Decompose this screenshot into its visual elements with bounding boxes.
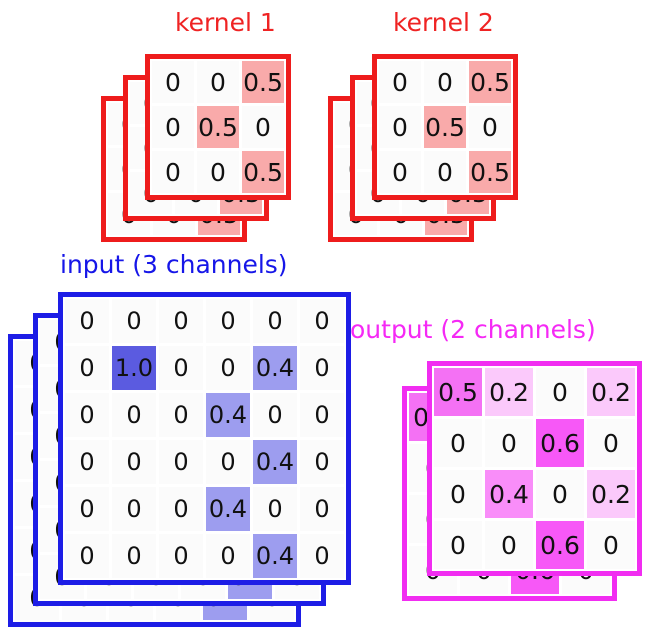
- grid-cell: 0: [159, 299, 203, 343]
- kernel-1-title: kernel 1: [175, 8, 276, 37]
- grid-cell: 0: [434, 470, 482, 518]
- grid-cell: 0: [424, 61, 466, 103]
- grid-cell: 0: [152, 106, 194, 148]
- grid-cell: 0: [112, 440, 156, 484]
- grid-cell: 0.2: [587, 470, 635, 518]
- grid-cell: 0.5: [469, 61, 511, 103]
- grid-cell: 0.5: [469, 151, 511, 193]
- grid-cell: 0: [300, 534, 344, 578]
- grid-cell: 0: [300, 440, 344, 484]
- grid-cell: 0: [253, 299, 297, 343]
- output-stack: 0.50.200.2000.6000.400.2000.600.50.200.2…: [402, 361, 642, 601]
- grid-cell: 0: [159, 487, 203, 531]
- grid-cell: 0.4: [253, 440, 297, 484]
- grid-cell: 0: [206, 440, 250, 484]
- grid-cell: 0: [206, 346, 250, 390]
- grid-cell: 0: [300, 299, 344, 343]
- grid-cell: 0: [485, 419, 533, 467]
- grid-cell: 0: [159, 440, 203, 484]
- grid-cell: 0: [587, 521, 635, 569]
- grid-cell: 0.2: [587, 368, 635, 416]
- grid-cell: 0: [152, 151, 194, 193]
- grid-cell: 0.5: [197, 106, 239, 148]
- grid-cell: 0: [469, 106, 511, 148]
- grid-cell: 0: [379, 151, 421, 193]
- grid-cell: 0.4: [206, 393, 250, 437]
- grid-cell: 0: [159, 346, 203, 390]
- kernel-1-stack: 000.500.50000.5000.500.50000.5000.500.50…: [101, 54, 291, 242]
- grid-cell: 0: [536, 470, 584, 518]
- grid-cell: 0.4: [253, 346, 297, 390]
- grid-cell: 0: [197, 151, 239, 193]
- grid-cell: 0: [485, 521, 533, 569]
- grid-cell: 0: [65, 393, 109, 437]
- grid-cell: 0: [300, 346, 344, 390]
- grid-cell: 0: [206, 299, 250, 343]
- grid-cell: 0: [65, 346, 109, 390]
- output-title: output (2 channels): [350, 315, 596, 344]
- grid-cell: 0: [159, 534, 203, 578]
- grid-cell: 0: [152, 61, 194, 103]
- grid-cell: 0.5: [434, 368, 482, 416]
- kernel-2-stack: 000.500.50000.5000.500.50000.5000.500.50…: [328, 54, 518, 242]
- grid-cell: 0: [65, 440, 109, 484]
- grid-cell: 0: [379, 61, 421, 103]
- grid-cell: 0: [242, 106, 284, 148]
- grid-cell: 0: [65, 299, 109, 343]
- grid-cell: 0: [112, 393, 156, 437]
- grid-cell: 0: [197, 61, 239, 103]
- grid-cell: 0: [587, 419, 635, 467]
- grid-cell: 0: [300, 487, 344, 531]
- grid-cell: 0: [424, 151, 466, 193]
- grid-cell: 0.4: [253, 534, 297, 578]
- grid-cell: 0: [112, 299, 156, 343]
- grid-cell: 0.2: [485, 368, 533, 416]
- input-title: input (3 channels): [60, 250, 288, 279]
- grid-cell: 0.5: [242, 151, 284, 193]
- grid-cell: 0: [536, 368, 584, 416]
- grid-cell: 0.5: [242, 61, 284, 103]
- grid-cell: 0: [65, 487, 109, 531]
- grid-cell: 0: [434, 419, 482, 467]
- grid-cell: 0.6: [536, 419, 584, 467]
- grid-cell: 0: [253, 487, 297, 531]
- grid-cell: 0: [379, 106, 421, 148]
- grid-cell: 0.4: [206, 487, 250, 531]
- grid-cell: 0: [206, 534, 250, 578]
- grid-cell: 0: [112, 487, 156, 531]
- grid-cell: 0: [112, 534, 156, 578]
- grid-cell: 1.0: [112, 346, 156, 390]
- kernel-2-title: kernel 2: [393, 8, 494, 37]
- grid-cell: 0: [65, 534, 109, 578]
- grid-cell: 0: [434, 521, 482, 569]
- grid-cell: 0: [300, 393, 344, 437]
- grid-cell: 0: [159, 393, 203, 437]
- grid-cell: 0: [253, 393, 297, 437]
- grid-cell: 0.5: [424, 106, 466, 148]
- grid-cell: 0.6: [536, 521, 584, 569]
- grid-cell: 0.4: [485, 470, 533, 518]
